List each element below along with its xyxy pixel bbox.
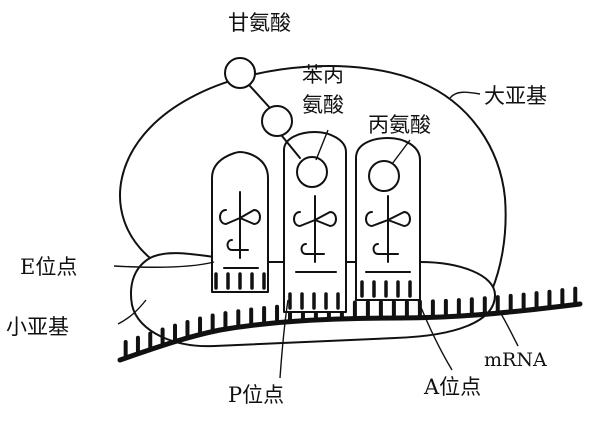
label-alanine: 丙氨酸 bbox=[368, 113, 431, 137]
leader-small-subunit bbox=[117, 299, 147, 325]
leader-mrna bbox=[499, 311, 519, 347]
label-glycine: 甘氨酸 bbox=[228, 11, 291, 35]
alanine-residue-circle-p bbox=[296, 156, 328, 188]
label-phenylalanine-line2: 氨酸 bbox=[302, 93, 344, 117]
label-phenylalanine-line1: 苯丙 bbox=[302, 63, 344, 87]
peptide-link-2 bbox=[281, 135, 301, 159]
leader-alanine bbox=[391, 139, 411, 165]
label-mrna: mRNA bbox=[484, 349, 547, 371]
leader-large-subunit bbox=[449, 91, 481, 99]
label-small-subunit: 小亚基 bbox=[6, 315, 69, 339]
label-e-site: E位点 bbox=[20, 255, 77, 279]
glycine-residue-circle bbox=[224, 57, 256, 89]
phenylalanine-residue-circle bbox=[261, 105, 293, 137]
leader-a-site bbox=[417, 299, 453, 371]
label-large-subunit: 大亚基 bbox=[484, 84, 547, 108]
alanine-residue-circle-a bbox=[368, 160, 400, 192]
trna-e-site bbox=[211, 151, 269, 293]
leader-phenylalanine bbox=[315, 129, 329, 161]
anticodon-ticks bbox=[214, 272, 412, 310]
label-a-site: A位点 bbox=[423, 375, 481, 399]
peptide-link-1 bbox=[249, 85, 271, 109]
leader-p-site bbox=[279, 299, 289, 379]
label-p-site: P位点 bbox=[228, 383, 284, 407]
leader-e-site bbox=[113, 261, 215, 268]
